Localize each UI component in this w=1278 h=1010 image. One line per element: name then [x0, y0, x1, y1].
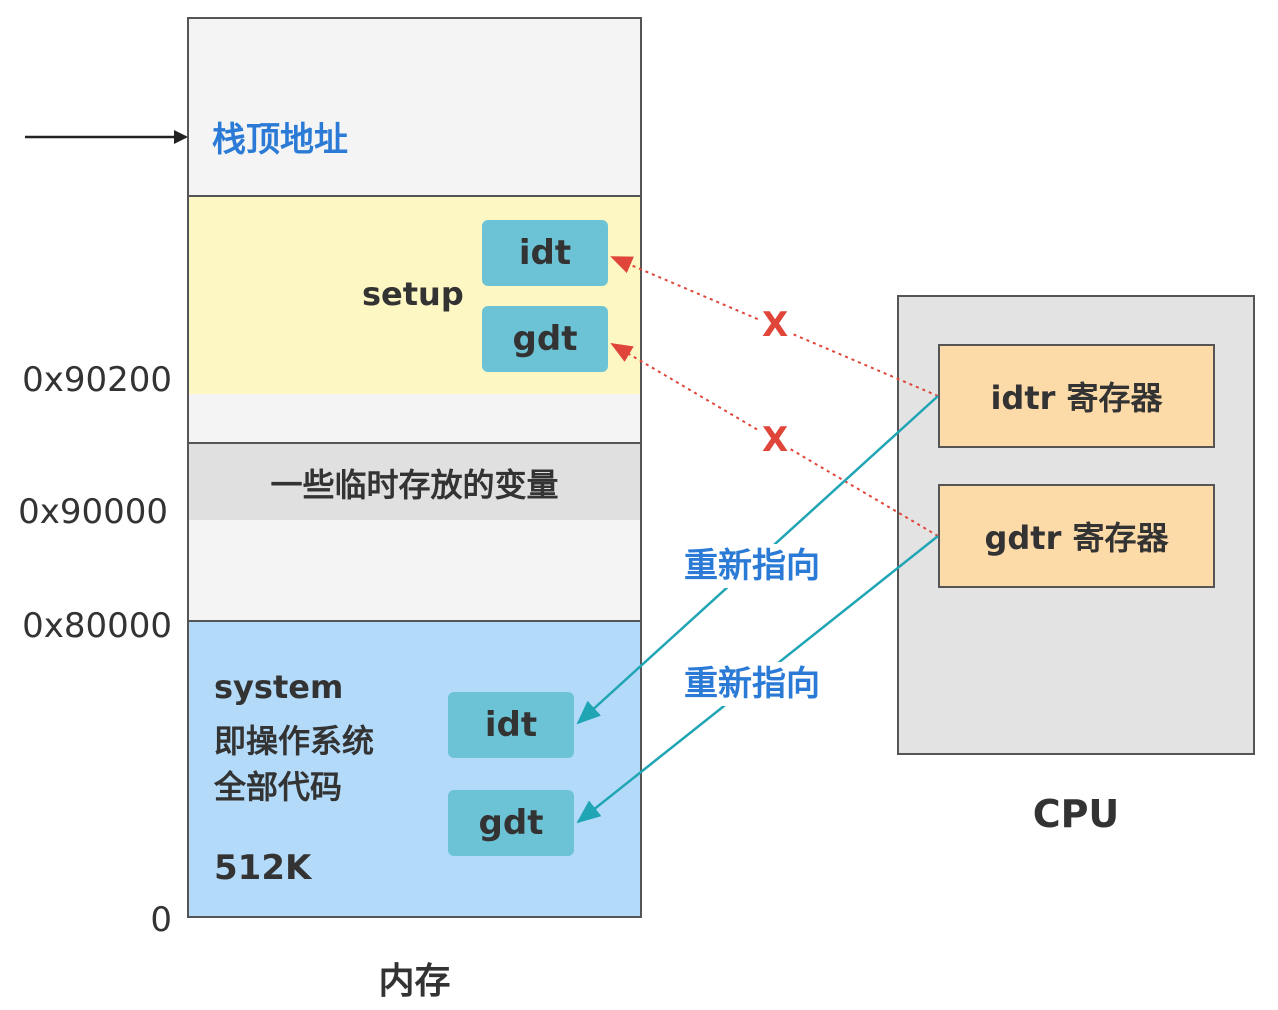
idtr-register: idtr 寄存器	[938, 344, 1215, 448]
repoint-label-idt: 重新指向	[684, 544, 820, 588]
gdtr-register: gdtr 寄存器	[938, 484, 1215, 588]
setup-idt-box: idt	[482, 220, 608, 286]
memory-stack-region	[187, 17, 642, 197]
setup-gdt-box: gdt	[482, 306, 608, 372]
system-idt-box: idt	[448, 692, 574, 758]
address-zero: 0	[150, 900, 172, 940]
system-label-line2: 即操作系统	[214, 722, 375, 760]
memory-system-region	[187, 620, 642, 918]
system-gdt-box: gdt	[448, 790, 574, 856]
stack-top-label: 栈顶地址	[212, 120, 348, 160]
memory-temp-region	[187, 442, 642, 522]
memory-caption: 内存	[378, 961, 451, 1002]
setup-label: setup	[362, 275, 464, 313]
address-0x80000: 0x80000	[22, 606, 172, 646]
system-size-label: 512K	[214, 848, 312, 888]
system-label-line1: system	[214, 668, 344, 706]
memory-gap-region	[187, 394, 642, 444]
temp-vars-label: 一些临时存放的变量	[270, 466, 559, 504]
address-0x90200: 0x90200	[22, 360, 172, 400]
cpu-caption: CPU	[1032, 792, 1120, 836]
system-label-line3: 全部代码	[214, 768, 343, 806]
memory-free-region	[187, 520, 642, 622]
invalid-mark-gdt: X	[760, 420, 791, 460]
repoint-label-gdt: 重新指向	[684, 662, 820, 706]
invalid-mark-idt: X	[760, 305, 791, 345]
address-0x90000: 0x90000	[18, 492, 168, 532]
